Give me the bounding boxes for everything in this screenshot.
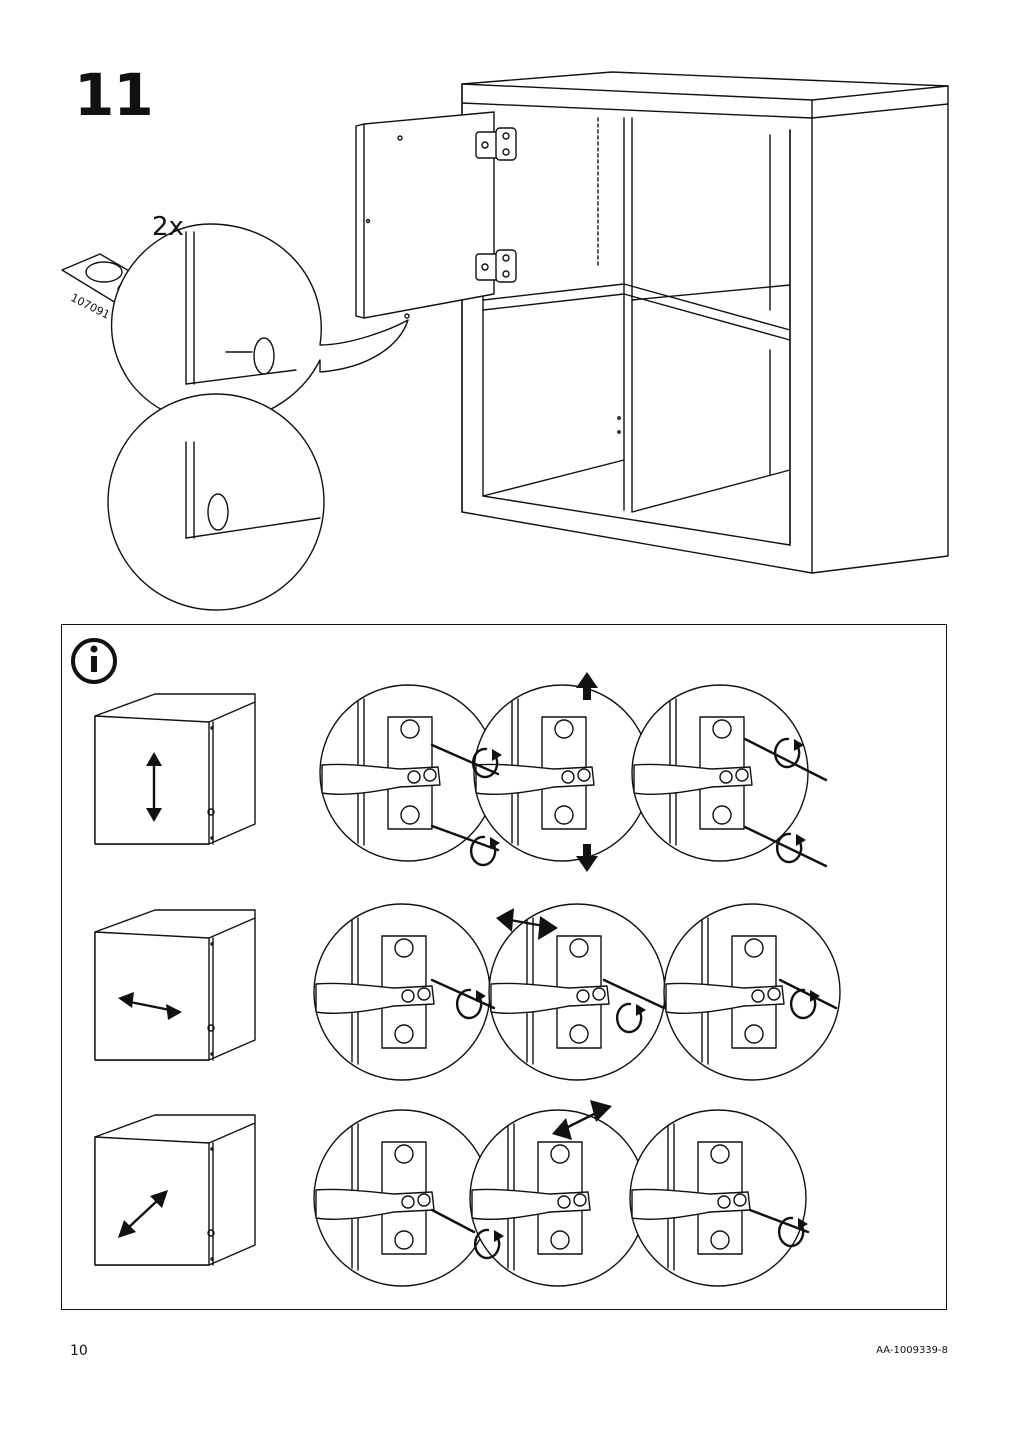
arrow-diagonal-icon (118, 1190, 168, 1238)
adjust-row-vertical (94, 672, 828, 872)
arrow-down-icon (576, 844, 598, 872)
quantity-label: 2x (152, 212, 184, 242)
shelf-unit (461, 71, 949, 574)
arrow-left-right-icon (496, 908, 558, 940)
info-icon (71, 638, 117, 684)
info-panel (61, 624, 947, 1310)
adjust-row-horizontal (94, 903, 841, 1081)
arrow-up-down-icon (146, 752, 162, 822)
step-number: 11 (74, 61, 154, 129)
document-code: AA-1009339-8 (876, 1345, 948, 1356)
page-number: 10 (70, 1343, 88, 1359)
shelf-assembly-illustration (61, 71, 949, 611)
hinge-top (475, 127, 517, 161)
rotate-arrow-icon (775, 832, 808, 864)
arrow-up-icon (576, 672, 598, 700)
arrow-left-right-icon (118, 992, 182, 1020)
detail-circle-bottom (107, 393, 325, 611)
adjust-row-depth (94, 1100, 810, 1287)
door-panel (355, 111, 517, 319)
arrow-left-right-icon (552, 1100, 612, 1140)
hinge-bottom (475, 249, 517, 283)
